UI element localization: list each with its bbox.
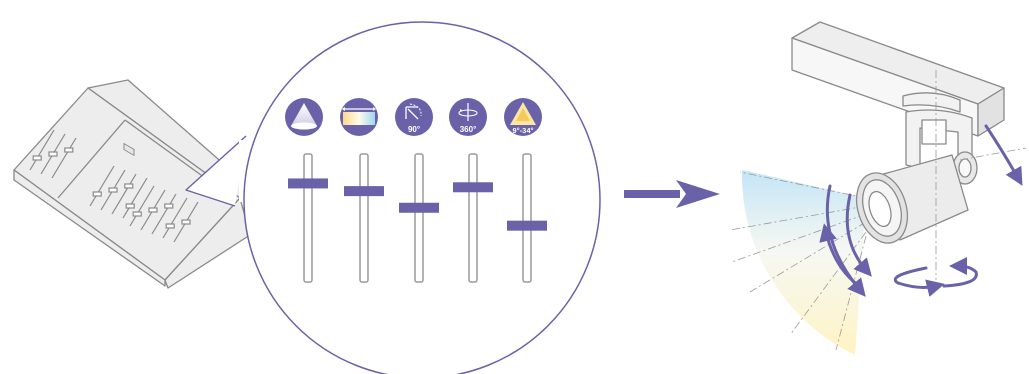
console-fader-knob <box>92 191 102 197</box>
fader-track <box>303 153 313 283</box>
console-fader-knob <box>48 151 58 157</box>
fader-knob[interactable] <box>288 178 328 189</box>
fader-knob[interactable] <box>399 202 439 213</box>
console-fader-track <box>89 165 115 207</box>
light-beam <box>729 170 867 355</box>
console-fader-knob <box>181 219 191 225</box>
yoke-arrow-right <box>984 124 1023 186</box>
console-fader-knob <box>164 203 174 209</box>
console-panel-divider <box>57 119 126 199</box>
console-fader-track <box>129 185 155 227</box>
console-fader-knob <box>148 207 158 213</box>
console-fader-track <box>151 193 177 235</box>
console-buttons <box>123 142 135 157</box>
spotlight-icon <box>285 98 323 136</box>
fader-track <box>522 153 532 283</box>
console-fader-track <box>122 177 148 219</box>
spotlight-fixture <box>855 92 978 244</box>
rotation-arrows <box>819 124 1023 297</box>
pan-arrow-left <box>893 266 945 297</box>
color-temperature-icon <box>340 98 378 136</box>
console-fader-track <box>29 129 55 171</box>
console-front-face <box>13 169 166 287</box>
console-fader-track <box>162 197 188 239</box>
pan-arrow-right <box>942 257 978 288</box>
console-faders <box>29 129 199 243</box>
console-fader-knob <box>64 147 74 153</box>
fader-knob[interactable] <box>507 220 547 231</box>
control-faders <box>288 153 547 283</box>
console-fader-knob <box>132 211 142 217</box>
console-fader-track <box>51 137 77 179</box>
beam-angle-label: 9°-34° <box>512 126 533 135</box>
console-fader-knob <box>108 187 118 193</box>
rotation-axes <box>935 70 1027 280</box>
console-fader-knob <box>124 183 134 189</box>
tilt-angle-label: 90° <box>408 125 420 134</box>
console-fader-knob <box>125 203 135 209</box>
pan-rotation-label: 360° <box>460 125 477 134</box>
console-button <box>123 142 135 157</box>
console-fader-track <box>111 173 137 215</box>
fader-knob[interactable] <box>453 182 493 193</box>
fader-track <box>468 153 478 283</box>
console-fader-knob <box>165 223 175 229</box>
console-fader-knob <box>32 155 42 161</box>
fader-track <box>359 153 369 283</box>
tilt-arrow-return <box>819 223 864 290</box>
tilt-angle-icon: 90° <box>395 98 433 136</box>
fader-knob[interactable] <box>344 186 384 197</box>
zoom-callout-tail <box>185 135 247 207</box>
flow-arrow <box>624 180 720 208</box>
fader-track <box>414 153 424 283</box>
control-icons: 90° 360° 9°-34° <box>285 98 542 136</box>
pan-rotation-icon: 360° <box>449 98 487 136</box>
beam-angle-icon: 9°-34° <box>504 98 542 136</box>
tilt-arrow-inner <box>845 193 872 277</box>
